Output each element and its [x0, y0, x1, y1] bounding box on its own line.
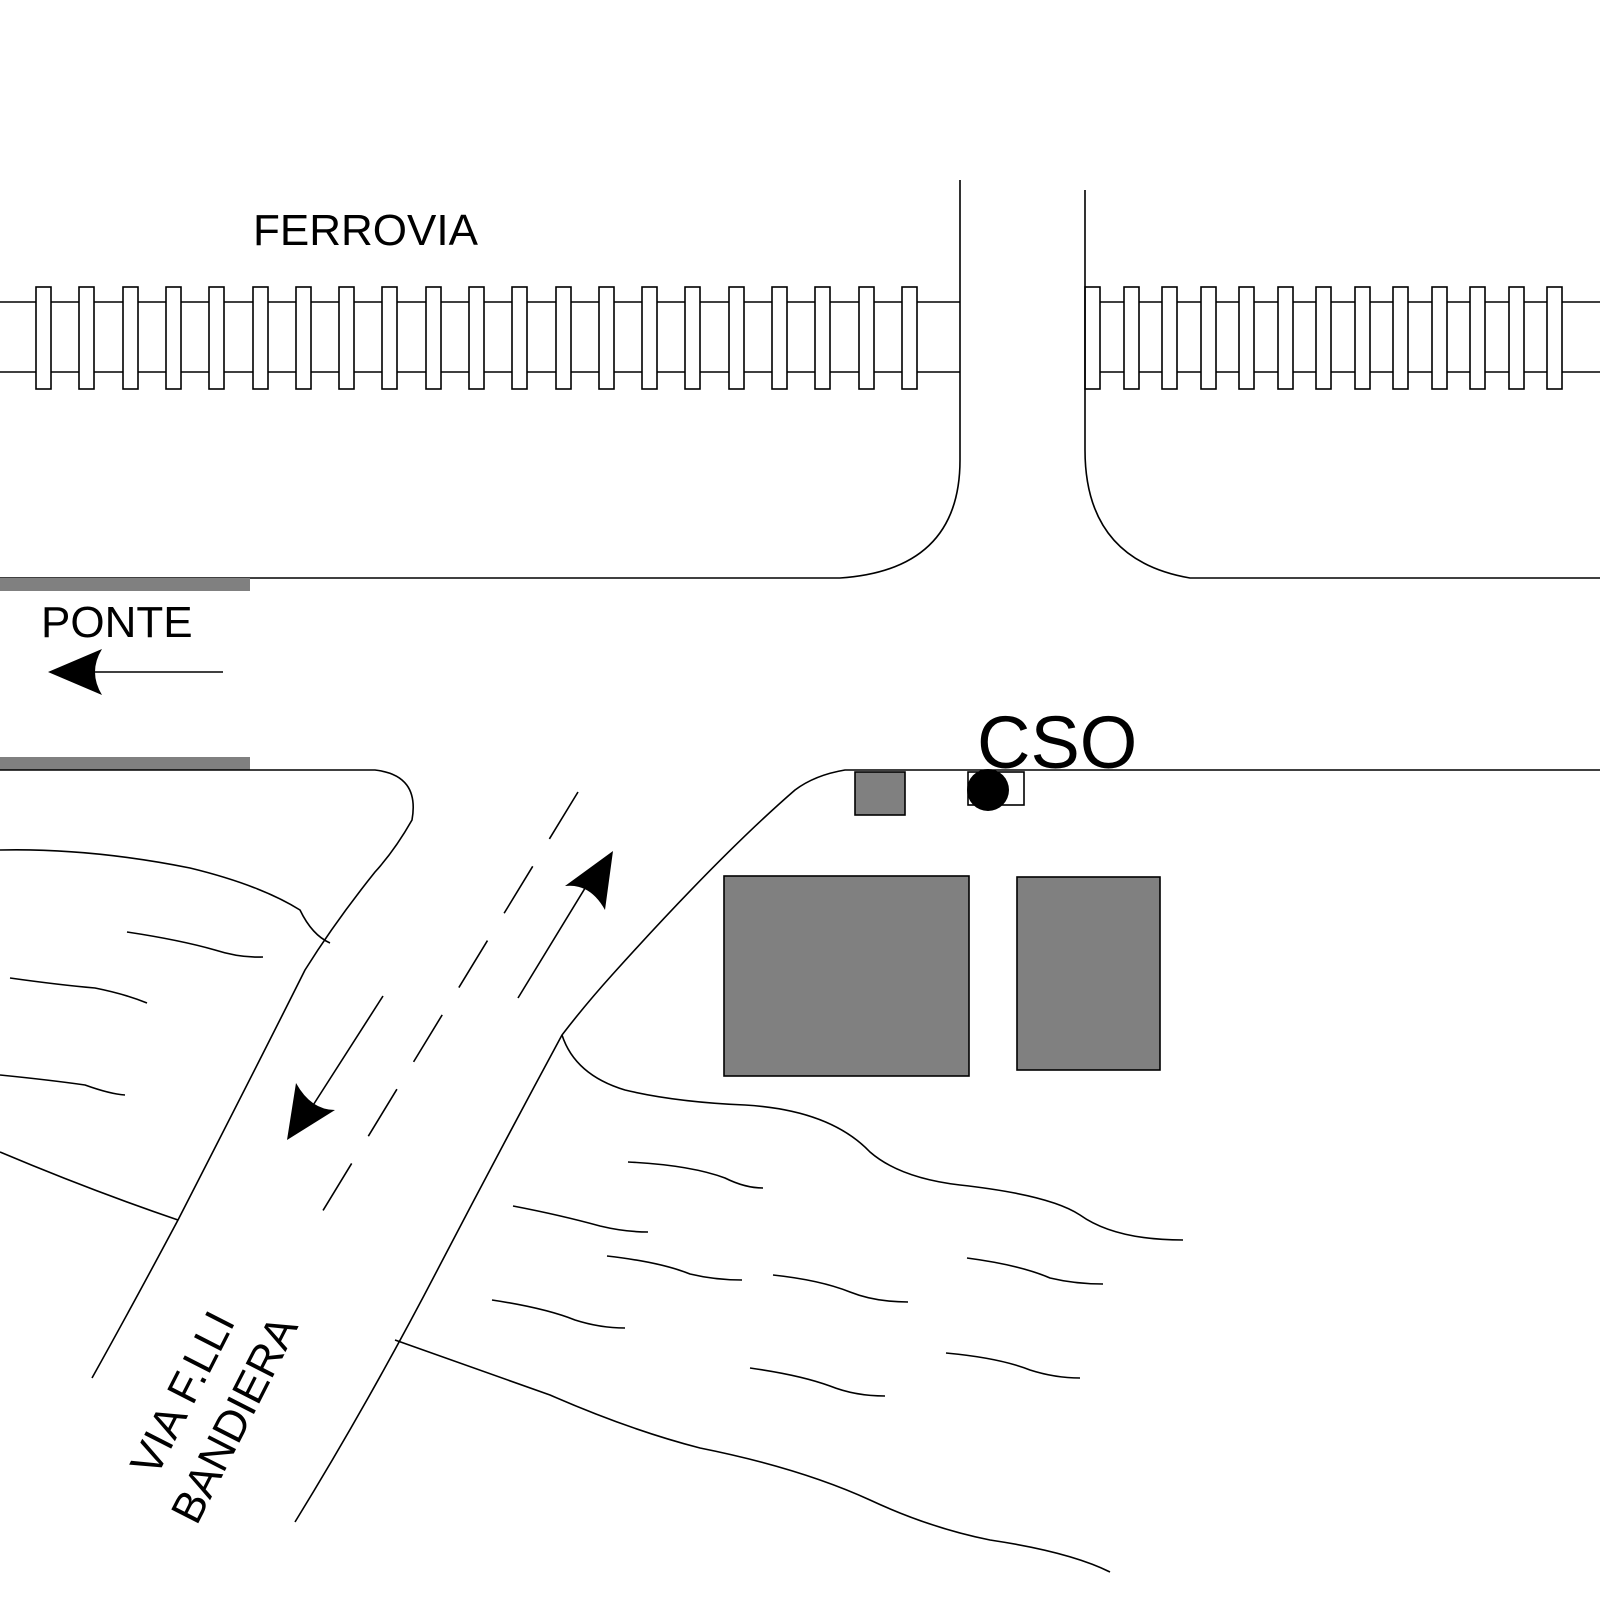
railway-tie: [1431, 286, 1448, 390]
main-road-left-lower-edge: [0, 769, 414, 1379]
railway: [0, 286, 1600, 390]
railway-tie: [598, 286, 615, 390]
railway-tie: [208, 286, 225, 390]
railway-tie: [1546, 286, 1563, 390]
railway-tie: [1238, 286, 1255, 390]
river-left: [0, 849, 331, 1221]
railway-tie: [295, 286, 312, 390]
railway-tie: [1315, 286, 1332, 390]
railway-tie: [728, 286, 745, 390]
building-small: [854, 771, 906, 816]
crossing-road-right-edge: [1084, 190, 1600, 579]
railway-tie: [1508, 286, 1525, 390]
building-large-left: [723, 875, 970, 1077]
railway-tie: [684, 286, 701, 390]
railway-tie: [1469, 286, 1486, 390]
site-marker-icon: [967, 769, 1009, 811]
railway-tie: [252, 286, 269, 390]
inbound-direction-arrow: [517, 851, 613, 999]
railway-label: FERROVIA: [253, 206, 479, 255]
river-right: [394, 1034, 1184, 1573]
railway-ties: [35, 286, 1563, 390]
arrow-icon: [287, 1083, 335, 1140]
railway-tie: [771, 286, 788, 390]
railway-tie: [1161, 286, 1178, 390]
railway-tie: [1392, 286, 1409, 390]
main-road-right-lower-edge: [294, 769, 1600, 1523]
bridge-direction-arrow: [48, 649, 223, 695]
railway-tie: [555, 286, 572, 390]
railway-tie: [425, 286, 442, 390]
railway-tie: [901, 286, 918, 390]
outbound-direction-arrow: [287, 995, 384, 1140]
railway-tie: [1084, 286, 1101, 390]
street-label: VIA F.LLI BANDIERA: [121, 1304, 308, 1531]
railway-tie: [858, 286, 875, 390]
building-large-right: [1016, 876, 1161, 1071]
lane-divider: [315, 791, 579, 1223]
site-label: CSO: [977, 701, 1137, 784]
railway-tie: [78, 286, 95, 390]
railway-tie: [381, 286, 398, 390]
railway-tie: [511, 286, 528, 390]
railway-tie: [122, 286, 139, 390]
railway-tie: [35, 286, 52, 390]
bridge-label: PONTE: [41, 598, 193, 647]
arrow-icon: [565, 851, 613, 910]
bridge-rail-top: [0, 578, 250, 591]
crossing-road-left-edge: [0, 180, 961, 579]
bridge-rail-bottom: [0, 757, 250, 770]
railway-tie: [468, 286, 485, 390]
arrow-icon: [48, 649, 102, 695]
railway-tie: [338, 286, 355, 390]
railway-tie: [1200, 286, 1217, 390]
railway-tie: [814, 286, 831, 390]
railway-tie: [1354, 286, 1371, 390]
railway-tie: [641, 286, 658, 390]
railway-tie: [1277, 286, 1294, 390]
railway-tie: [165, 286, 182, 390]
railway-tie: [1123, 286, 1140, 390]
